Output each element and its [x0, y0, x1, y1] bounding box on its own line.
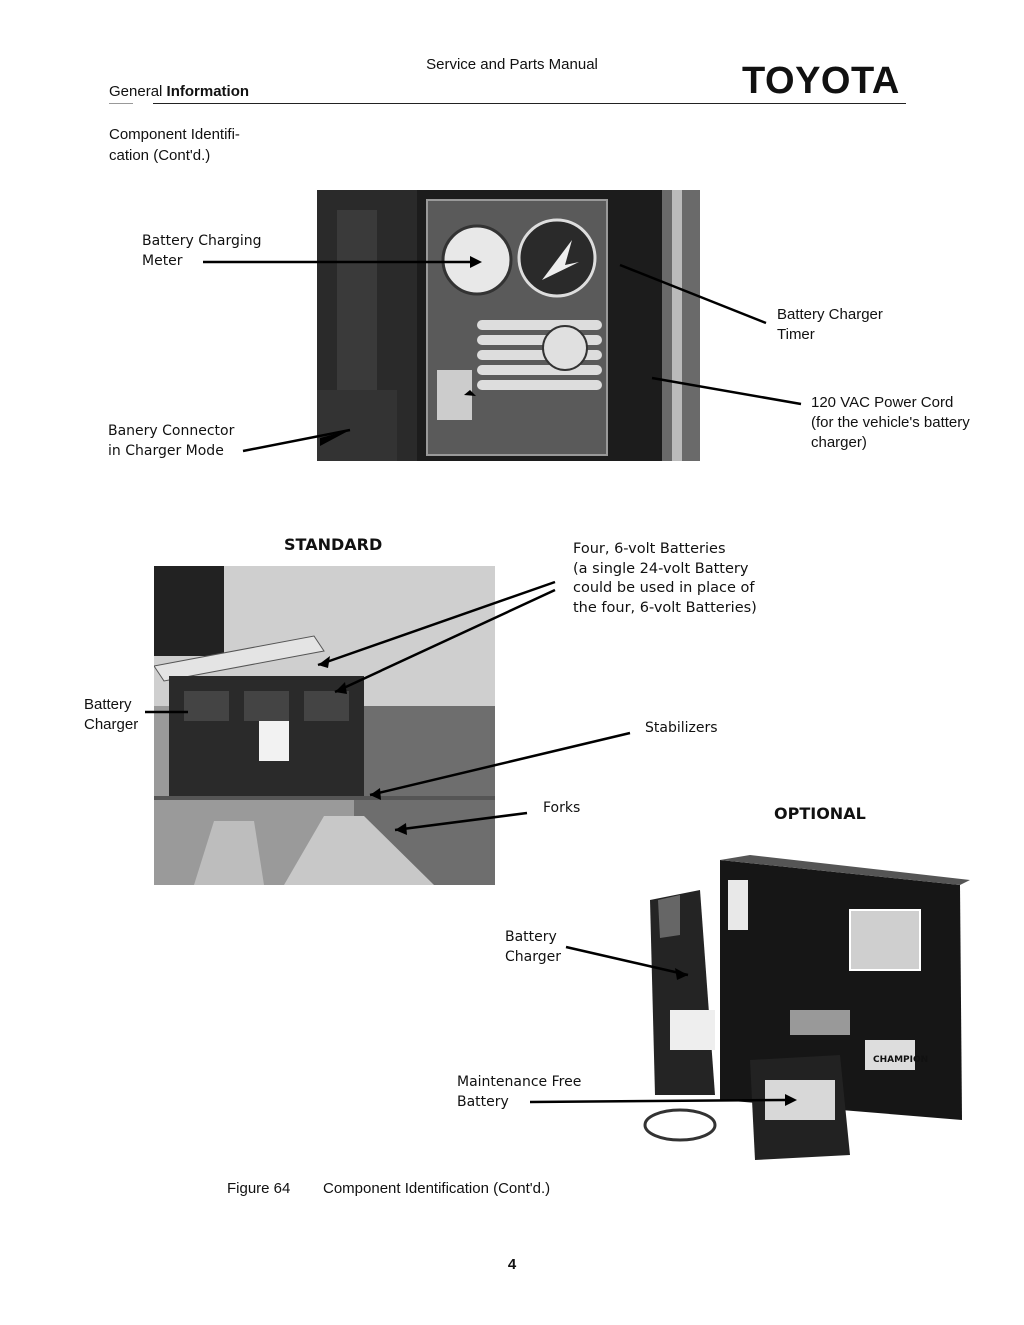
figure-number: Figure 64 [227, 1180, 291, 1197]
leader-stabilizers [369, 731, 631, 797]
header-rule [153, 103, 906, 104]
label-battery-connector: Banery Connector in Charger Mode [108, 421, 234, 461]
optional-title: OPTIONAL [774, 804, 866, 823]
label-timer-line-2: Timer [777, 326, 815, 343]
page-number: 4 [507, 1256, 517, 1273]
leader-cord [651, 376, 802, 406]
label-meter-line-2: Meter [142, 253, 183, 269]
label-battery-charging-meter: Battery Charging Meter [142, 231, 262, 271]
leader-timer [619, 263, 767, 325]
section-title-line-1: Component Identifi- [109, 126, 240, 143]
label-power-cord: 120 VAC Power Cord (for the vehicle's ba… [811, 393, 970, 453]
label-optional-battery-charger: Battery Charger [505, 927, 561, 967]
label-maintenance-free-battery: Maintenance Free Battery [457, 1072, 581, 1112]
leader-mfb [529, 1098, 786, 1104]
charger-panel-photo [317, 190, 700, 461]
label-batteries-line-1: Four, 6-volt Batteries [573, 541, 726, 557]
section-header-bold: Information [166, 83, 250, 100]
label-standard-battery-charger: Battery Charger [84, 695, 138, 735]
label-opt-charger-line-1: Battery [505, 929, 557, 945]
label-mfb-line-1: Maintenance Free [457, 1074, 582, 1090]
label-cord-line-3: charger) [811, 434, 867, 451]
label-opt-charger-line-2: Charger [505, 949, 561, 965]
section-title-line-2: cation (Cont'd.) [109, 147, 211, 164]
leader-opt-charger [565, 945, 689, 977]
section-header-prefix: General [109, 83, 163, 100]
label-meter-line-1: Battery Charging [142, 233, 262, 249]
label-stabilizers: Stabilizers [645, 720, 718, 736]
label-std-charger-line-2: Charger [84, 716, 139, 733]
label-four-batteries: Four, 6-volt Batteries (a single 24-volt… [573, 540, 757, 618]
figure-caption: Component Identification (Cont'd.) [323, 1180, 551, 1197]
section-title: Component Identifi- cation (Cont'd.) [109, 124, 279, 166]
standard-truck-photo [154, 566, 495, 885]
label-std-charger-line-1: Battery [84, 696, 132, 713]
label-batteries-line-2: (a single 24-volt Battery [573, 560, 749, 577]
label-batteries-line-4: the four, 6-volt Batteries) [573, 599, 757, 616]
header-rule-short [109, 103, 133, 104]
brand-logo: TOYOTA [742, 60, 900, 102]
label-battery-charger-timer: Battery Charger Timer [777, 305, 883, 345]
manual-title: Service and Parts Manual [426, 56, 598, 73]
optional-charger-photo: CHAMPION [640, 850, 970, 1165]
leader-forks [394, 811, 528, 832]
label-connector-line-2: in Charger Mode [108, 443, 224, 459]
label-batteries-line-3: could be used in place of [573, 580, 755, 596]
label-mfb-line-2: Battery [457, 1094, 509, 1110]
label-forks: Forks [543, 800, 581, 816]
standard-title: STANDARD [284, 535, 383, 554]
label-cord-line-1: 120 VAC Power Cord [811, 394, 954, 411]
leader-batteries-2 [334, 588, 556, 694]
leader-batteries-1 [317, 580, 556, 667]
section-header: General Information [109, 83, 249, 100]
label-timer-line-1: Battery Charger [777, 306, 883, 323]
label-cord-line-2: (for the vehicle's battery [811, 414, 970, 431]
label-connector-line-1: Banery Connector [108, 423, 235, 439]
leader-connector [242, 428, 351, 453]
champion-logo: CHAMPION [873, 1055, 928, 1065]
